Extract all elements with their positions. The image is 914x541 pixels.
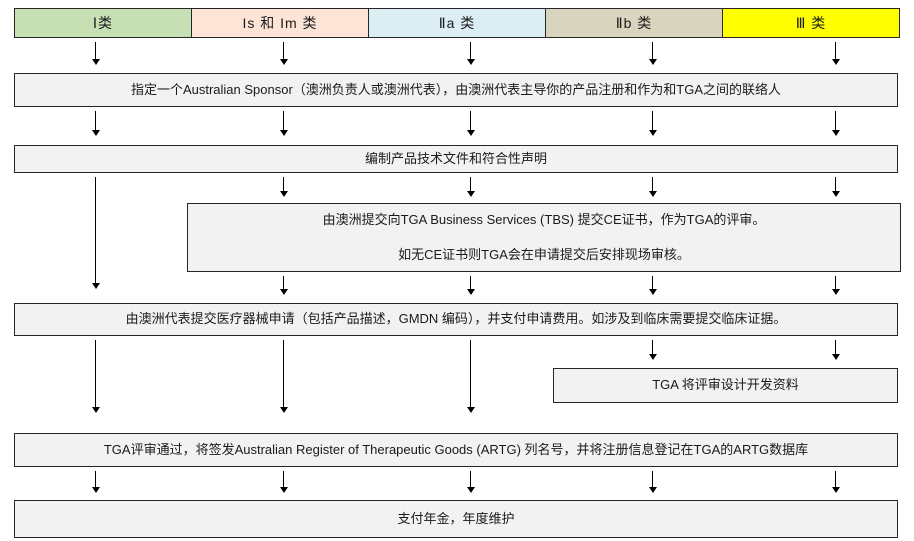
arrow-application-to-designreview-col4: [648, 340, 657, 360]
arrow-tbs-to-application-col4: [648, 276, 657, 295]
arrow-class3-to-sponsor: [466, 42, 475, 65]
arrow-techfile-to-tbs-col5: [831, 177, 840, 197]
arrow-class5-to-sponsor: [831, 42, 840, 65]
arrow-application-to-designreview-col5: [831, 340, 840, 360]
arrow-application-to-artg-col2: [279, 340, 288, 413]
arrow-techfile-to-tbs-col4: [648, 177, 657, 197]
device-class-header-row: Ⅰ类 Is 和 Im 类 Ⅱa 类 Ⅱb 类 Ⅲ 类: [14, 8, 900, 38]
class-i-header: Ⅰ类: [14, 8, 192, 38]
arrow-techfile-to-application-col1: [91, 177, 100, 289]
arrow-artg-to-annualfee-col5: [831, 471, 840, 493]
step-artg-listing: TGA评审通过，将签发Australian Register of Therap…: [14, 433, 898, 467]
arrow-sponsor-to-techfile-col3: [466, 111, 475, 136]
step-technical-file: 编制产品技术文件和符合性声明: [14, 145, 898, 173]
arrow-techfile-to-tbs-col2: [279, 177, 288, 197]
arrow-sponsor-to-techfile-col4: [648, 111, 657, 136]
step-annual-fee-text: 支付年金，年度维护: [397, 510, 515, 526]
arrow-application-to-artg-col3: [466, 340, 475, 413]
arrow-sponsor-to-techfile-col5: [831, 111, 840, 136]
step-tbs-ce-line1: 由澳洲提交向TGA Business Services (TBS) 提交CE证书…: [322, 212, 766, 228]
arrow-class1-to-sponsor: [91, 42, 100, 65]
class-is-im-header: Is 和 Im 类: [191, 8, 369, 38]
class-iia-header: Ⅱa 类: [368, 8, 546, 38]
step-tbs-ce-line2: 如无CE证书则TGA会在申请提交后安排现场审核。: [398, 246, 690, 262]
arrow-sponsor-to-techfile-col1: [91, 111, 100, 136]
step-artg-listing-text: TGA评审通过，将签发Australian Register of Therap…: [103, 441, 809, 457]
step-tbs-ce-review: 由澳洲提交向TGA Business Services (TBS) 提交CE证书…: [187, 203, 901, 272]
step-appoint-sponsor-text: 指定一个Australian Sponsor（澳洲负责人或澳洲代表），由澳洲代表…: [130, 81, 782, 97]
arrow-class4-to-sponsor: [648, 42, 657, 65]
arrow-artg-to-annualfee-col2: [279, 471, 288, 493]
arrow-tbs-to-application-col5: [831, 276, 840, 295]
step-appoint-sponsor: 指定一个Australian Sponsor（澳洲负责人或澳洲代表），由澳洲代表…: [14, 73, 898, 107]
class-iii-header: Ⅲ 类: [722, 8, 900, 38]
arrow-tbs-to-application-col2: [279, 276, 288, 295]
arrow-artg-to-annualfee-col4: [648, 471, 657, 493]
step-technical-file-text: 编制产品技术文件和符合性声明: [364, 150, 547, 166]
class-iib-header: Ⅱb 类: [545, 8, 723, 38]
step-design-review-text: TGA 将评审设计开发资料: [652, 377, 799, 393]
step-submit-application-text: 由澳洲代表提交医疗器械申请（包括产品描述，GMDN 编码），并支付申请费用。如涉…: [125, 311, 787, 327]
arrow-tbs-to-application-col3: [466, 276, 475, 295]
step-annual-fee: 支付年金，年度维护: [14, 500, 898, 538]
arrow-class2-to-sponsor: [279, 42, 288, 65]
arrow-artg-to-annualfee-col3: [466, 471, 475, 493]
arrow-artg-to-annualfee-col1: [91, 471, 100, 493]
step-design-review: TGA 将评审设计开发资料: [553, 368, 898, 403]
arrow-sponsor-to-techfile-col2: [279, 111, 288, 136]
arrow-techfile-to-tbs-col3: [466, 177, 475, 197]
step-submit-application: 由澳洲代表提交医疗器械申请（包括产品描述，GMDN 编码），并支付申请费用。如涉…: [14, 303, 898, 336]
arrow-application-to-artg-col1: [91, 340, 100, 413]
